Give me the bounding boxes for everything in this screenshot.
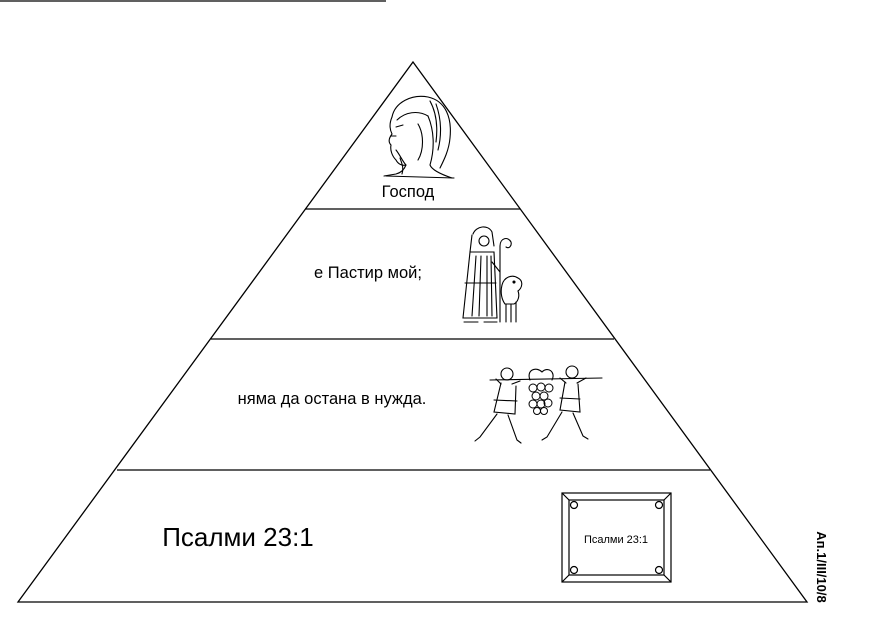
plaque-rivet-icon [654,500,664,510]
plaque-rivet-icon [654,565,664,575]
tier-4-label: Псалми 23:1 [162,522,314,552]
tier-3-label: няма да остана в нужда. [238,390,427,408]
plaque-rivet-icon [569,500,579,510]
plaque-text: Псалми 23:1 [584,534,648,546]
framed-plaque-icon [561,492,672,583]
plaque-rivet-icon [569,565,579,575]
side-code: Ап.1/III/10/8 [814,531,829,602]
jesus-portrait-icon [383,95,455,179]
tier-2-label: е Пастир мой; [314,264,422,282]
spies-carrying-grapes-icon [474,365,603,444]
pyramid-outline [16,60,809,603]
shepherd-with-lamb-icon [462,226,523,323]
tier-1-label: Господ [382,183,435,201]
